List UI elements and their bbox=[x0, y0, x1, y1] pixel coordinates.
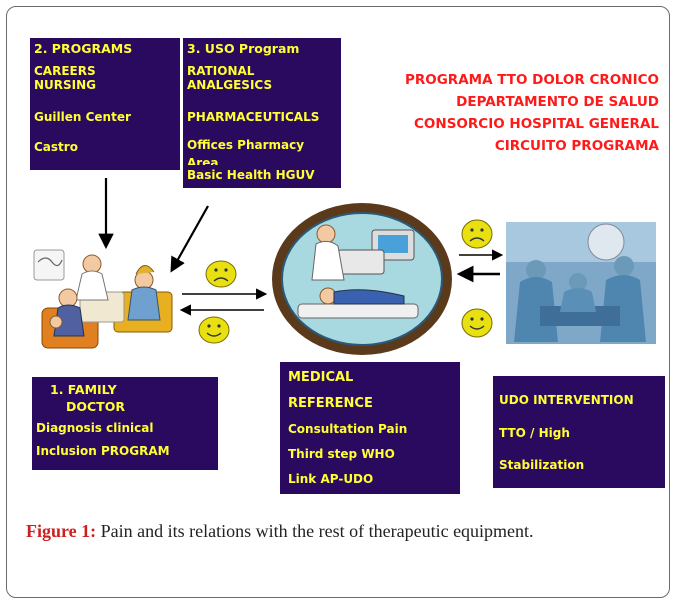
programs-line: CAREERS bbox=[34, 64, 96, 78]
family-title: DOCTOR bbox=[66, 399, 125, 414]
caption-text: Pain and its relations with the rest of … bbox=[96, 521, 534, 541]
programs-box: 2. PROGRAMS CAREERS NURSING Guillen Cent… bbox=[30, 38, 180, 170]
smile-face-icon bbox=[461, 308, 493, 338]
uso-line: Area bbox=[187, 156, 219, 165]
medical-line: Third step WHO bbox=[288, 447, 395, 461]
spanish-title-line: DEPARTAMENTO DE SALUD bbox=[456, 94, 659, 110]
uso-line: Basic Health HGUV bbox=[187, 168, 315, 182]
spanish-title-line: CIRCUITO PROGRAMA bbox=[494, 138, 659, 154]
udo-intervention-box: UDO INTERVENTION TTO / High Stabilizatio… bbox=[493, 376, 665, 488]
uso-title: 3. USO Program bbox=[187, 41, 300, 56]
programs-line: Castro bbox=[34, 140, 78, 154]
uso-line: Offices Pharmacy bbox=[187, 138, 305, 152]
sad-face-icon bbox=[205, 260, 237, 288]
programs-title: 2. PROGRAMS bbox=[34, 41, 133, 56]
medical-consultation-illustration bbox=[272, 203, 452, 355]
medical-line: MEDICAL bbox=[288, 370, 354, 385]
uso-line: PHARMACEUTICALS bbox=[187, 110, 320, 124]
family-title: 1. FAMILY bbox=[50, 382, 117, 397]
udo-line: TTO / High bbox=[499, 426, 570, 440]
smile-face-icon bbox=[198, 316, 230, 344]
medical-line: Consultation Pain bbox=[288, 422, 408, 436]
uso-line: RATIONAL bbox=[187, 64, 255, 78]
family-line: Diagnosis clinical bbox=[36, 421, 154, 435]
figure-caption: Figure 1: Pain and its relations with th… bbox=[26, 518, 656, 544]
udo-line: Stabilization bbox=[499, 458, 585, 472]
medical-line: REFERENCE bbox=[288, 396, 373, 411]
family-line: Inclusion PROGRAM bbox=[36, 444, 170, 458]
medical-reference-box: MEDICAL REFERENCE Consultation Pain Thir… bbox=[280, 362, 460, 494]
sad-face-icon bbox=[461, 219, 493, 249]
spanish-title-line: CONSORCIO HOSPITAL GENERAL bbox=[414, 116, 659, 132]
spanish-title-line: PROGRAMA TTO DOLOR CRONICO bbox=[404, 72, 659, 88]
arrow-uso-to-family bbox=[170, 205, 209, 273]
udo-line: UDO INTERVENTION bbox=[499, 393, 634, 407]
medical-line: Link AP-UDO bbox=[288, 472, 374, 486]
surgery-photo bbox=[506, 222, 656, 344]
uso-line: ANALGESICS bbox=[187, 78, 273, 92]
caption-label: Figure 1: bbox=[26, 521, 97, 541]
programs-line: NURSING bbox=[34, 78, 97, 92]
family-doctor-box: 1. FAMILY DOCTOR Diagnosis clinical Incl… bbox=[32, 377, 218, 470]
programs-line: Guillen Center bbox=[34, 110, 131, 124]
family-doctor-illustration bbox=[33, 249, 173, 349]
uso-program-box: 3. USO Program RATIONAL ANALGESICS PHARM… bbox=[183, 38, 341, 188]
